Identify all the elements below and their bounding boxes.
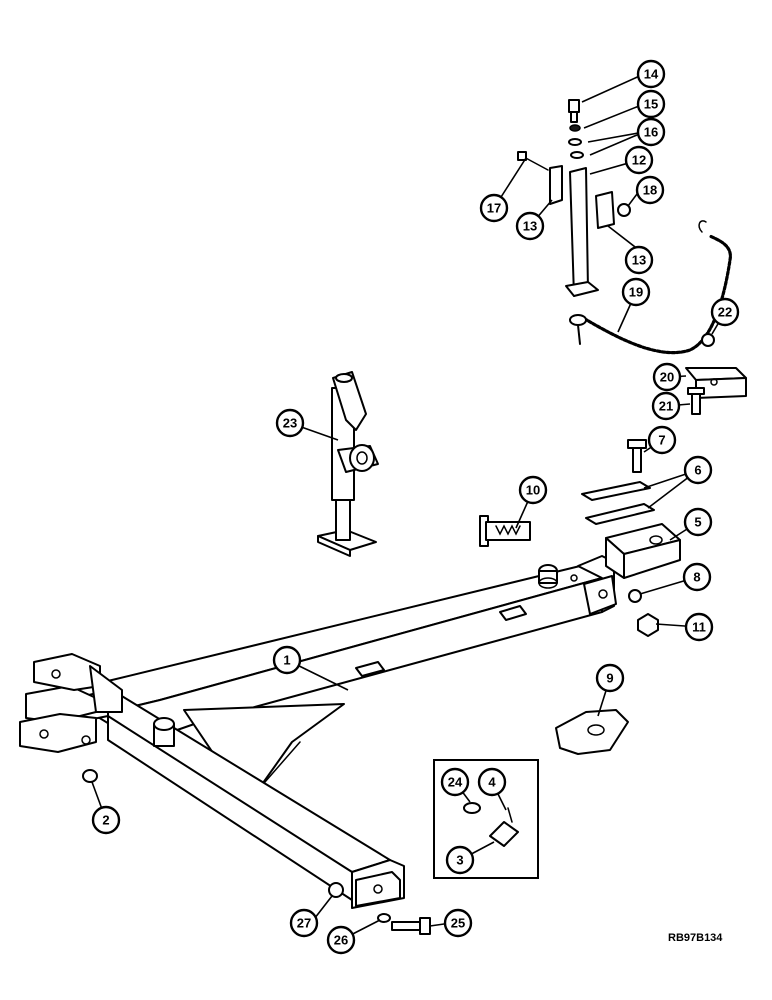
callout-16: 16 <box>636 117 666 147</box>
callout-label: 20 <box>660 370 674 385</box>
callout-label: 17 <box>487 201 501 216</box>
callout-label: 2 <box>102 813 109 828</box>
pin-kit-box <box>433 759 539 879</box>
callout-13b: 13 <box>624 245 654 275</box>
callout-8: 8 <box>682 562 712 592</box>
callout-label: 6 <box>694 463 701 478</box>
callout-10: 10 <box>518 475 548 505</box>
callout-label: 27 <box>297 916 311 931</box>
callout-label: 4 <box>488 775 496 790</box>
safety-chain-assembly <box>517 99 747 415</box>
callout-label: 5 <box>694 515 701 530</box>
callout-25: 25 <box>443 908 473 938</box>
callout-19: 19 <box>621 277 651 307</box>
reference-code: RB97B134 <box>668 932 723 944</box>
callout-4: 4 <box>477 767 507 797</box>
callout-label: 8 <box>693 570 700 585</box>
callout-24: 24 <box>440 767 470 797</box>
callout-1: 1 <box>272 645 302 675</box>
callout-label: 7 <box>658 433 665 448</box>
hitch-adapter-parts <box>479 439 681 755</box>
callout-7: 7 <box>647 425 677 455</box>
callout-15: 15 <box>636 89 666 119</box>
callout-label: 9 <box>606 671 613 686</box>
callout-label: 21 <box>659 399 673 414</box>
callout-11: 11 <box>684 612 714 642</box>
callout-label: 12 <box>632 153 646 168</box>
callout-label: 16 <box>644 125 658 140</box>
callout-label: 26 <box>334 933 348 948</box>
callout-label: 10 <box>526 483 540 498</box>
callout-17: 17 <box>479 193 509 223</box>
callout-5: 5 <box>683 507 713 537</box>
jack-stand <box>317 371 379 557</box>
callout-14: 14 <box>636 59 666 89</box>
callout-13a: 13 <box>515 211 545 241</box>
callout-label: 25 <box>451 916 465 931</box>
callout-6: 6 <box>683 455 713 485</box>
callout-3: 3 <box>445 845 475 875</box>
callout-22: 22 <box>710 297 740 327</box>
callout-label: 23 <box>283 416 297 431</box>
callout-2: 2 <box>91 805 121 835</box>
callout-20: 20 <box>652 362 682 392</box>
callout-26: 26 <box>326 925 356 955</box>
callout-label: 1 <box>283 653 290 668</box>
callout-21: 21 <box>651 391 681 421</box>
hitch-frame <box>19 555 617 909</box>
loose-fasteners <box>82 769 431 935</box>
callout-label: 15 <box>644 97 658 112</box>
callout-label: 3 <box>456 853 463 868</box>
callout-18: 18 <box>635 175 665 205</box>
callout-label: 24 <box>448 775 463 790</box>
callout-9: 9 <box>595 663 625 693</box>
callout-label: 13 <box>523 219 537 234</box>
callout-12: 12 <box>624 145 654 175</box>
callout-23: 23 <box>275 408 305 438</box>
callout-label: 22 <box>718 305 732 320</box>
callout-label: 13 <box>632 253 646 268</box>
callout-27: 27 <box>289 908 319 938</box>
callout-label: 18 <box>643 183 657 198</box>
callout-label: 19 <box>629 285 643 300</box>
callout-label: 14 <box>644 67 659 82</box>
callout-label: 11 <box>692 620 706 635</box>
